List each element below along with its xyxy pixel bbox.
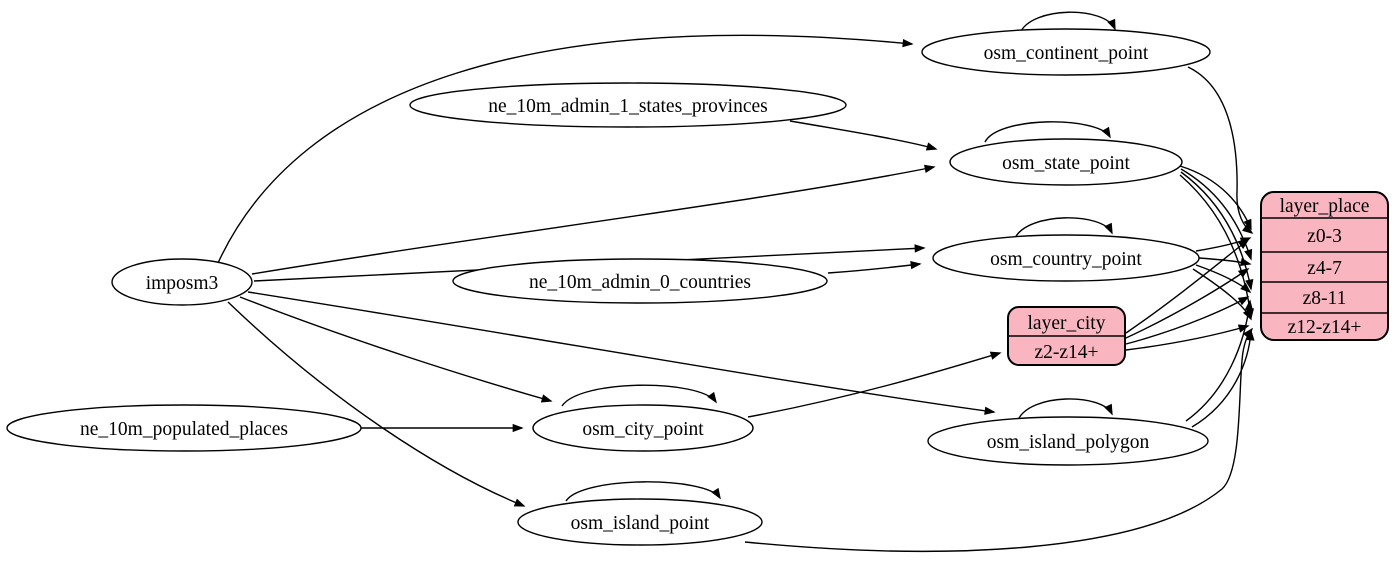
node-layer-place-row-z8-11: z8-11 xyxy=(1303,288,1347,309)
edge-layer-city-place-z4-7 xyxy=(1125,268,1250,339)
node-layer-place-row-z4-7: z4-7 xyxy=(1307,258,1342,279)
node-osm-state-point: osm_state_point xyxy=(949,138,1183,186)
node-ne-10m-admin-1-states-provinces: ne_10m_admin_1_states_provinces xyxy=(409,82,847,128)
node-layer-city-row-z2-z14: z2-z14+ xyxy=(1034,342,1098,363)
edge-selfloop-island-polygon xyxy=(1017,398,1113,421)
node-osm-island-point-label: osm_island_point xyxy=(571,513,710,534)
node-imposm3-label: imposm3 xyxy=(146,273,219,294)
edge-state-place-z4-7 xyxy=(1180,168,1253,261)
node-osm-state-point-label: osm_state_point xyxy=(1002,153,1130,174)
edge-ne-admin1-state xyxy=(789,120,938,151)
node-layer-city-title: layer_city xyxy=(1028,313,1106,334)
edge-ne-admin0-country xyxy=(827,260,922,274)
node-osm-island-polygon-label: osm_island_polygon xyxy=(987,432,1150,453)
node-ne-admin0-label: ne_10m_admin_0_countries xyxy=(529,272,751,293)
node-ne-10m-admin-0-countries: ne_10m_admin_0_countries xyxy=(452,258,828,304)
node-layer-place-row-z12-z14: z12-z14+ xyxy=(1288,317,1362,338)
edge-imposm3-island-point xyxy=(227,301,526,507)
edge-imposm3-state xyxy=(251,164,936,275)
edge-country-place-z4-7 xyxy=(1198,257,1252,267)
node-osm-island-point: osm_island_point xyxy=(517,498,763,546)
edge-selfloop-continent xyxy=(1019,11,1116,34)
edge-layer-city-place-z8-11 xyxy=(1125,296,1250,345)
node-imposm3: imposm3 xyxy=(111,258,253,306)
edge-island-point-place-z12-z14 xyxy=(744,327,1254,552)
edge-selfloop-island-point xyxy=(565,481,721,502)
edge-imposm3-continent xyxy=(217,34,914,264)
edge-continent-place-z0-3 xyxy=(1187,66,1254,234)
edge-selfloop-state xyxy=(984,121,1111,143)
node-osm-city-point: osm_city_point xyxy=(532,404,754,452)
node-osm-country-point: osm_country_point xyxy=(932,234,1200,282)
edge-state-place-z0-3 xyxy=(1179,165,1252,231)
edge-layer-city-place-z0-3 xyxy=(1125,238,1250,334)
node-osm-country-point-label: osm_country_point xyxy=(990,249,1142,270)
edge-selfloop-country xyxy=(1014,217,1113,239)
edge-city-layer-city xyxy=(747,351,1002,418)
edge-island-polygon-place-z12-z14 xyxy=(1191,329,1255,428)
edge-state-place-z8-11 xyxy=(1180,171,1254,291)
edge-country-place-z12-z14 xyxy=(1192,268,1252,321)
node-ne-10m-populated-places: ne_10m_populated_places xyxy=(6,404,362,452)
edge-island-polygon-place-z8-11 xyxy=(1185,299,1254,422)
node-ne-admin1-label: ne_10m_admin_1_states_provinces xyxy=(488,96,767,117)
edge-selfloop-city xyxy=(561,384,717,407)
node-ne-populated-label: ne_10m_populated_places xyxy=(80,419,288,440)
node-layer-place-row-z0-3: z0-3 xyxy=(1307,226,1342,247)
edge-imposm3-city xyxy=(239,296,553,403)
edge-country-place-z8-11 xyxy=(1195,264,1252,294)
edge-imposm3-island-polygon xyxy=(247,291,996,415)
node-layer-place-title: layer_place xyxy=(1280,196,1370,217)
node-osm-continent-point: osm_continent_point xyxy=(921,28,1211,76)
node-layer-city: layer_city z2-z14+ xyxy=(1007,306,1126,366)
node-layer-place: layer_place z0-3 z4-7 z8-11 z12-z14+ xyxy=(1260,191,1389,341)
edge-group xyxy=(217,11,1255,552)
edge-layer-city-place-z12-z14 xyxy=(1125,324,1250,351)
node-osm-city-point-label: osm_city_point xyxy=(582,419,704,440)
node-osm-island-polygon: osm_island_polygon xyxy=(927,416,1209,466)
node-osm-continent-point-label: osm_continent_point xyxy=(984,43,1149,64)
